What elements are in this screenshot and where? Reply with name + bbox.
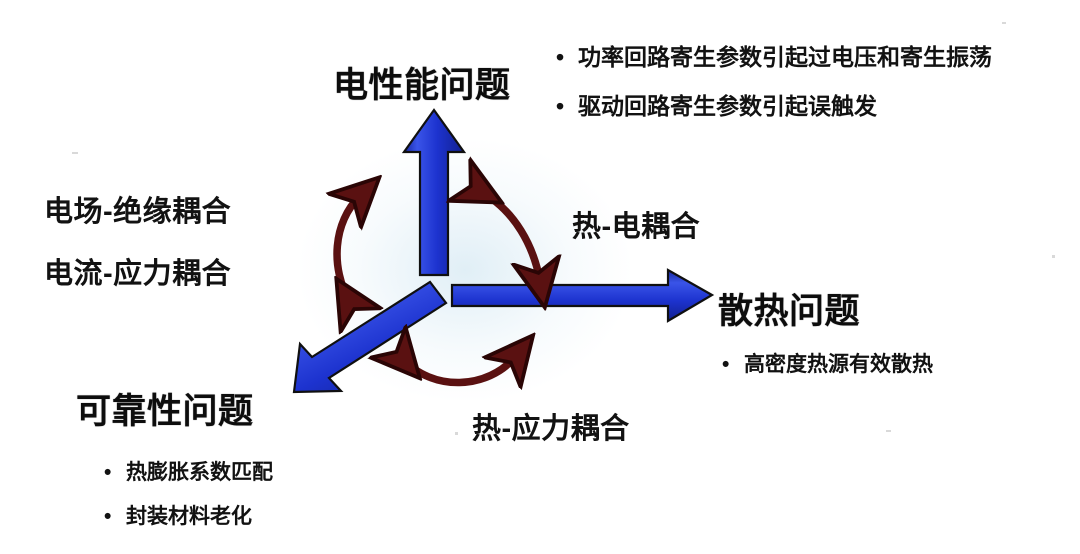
coupling-arc-bottom [402, 356, 516, 383]
arrow-up-electrical [401, 108, 467, 277]
bullet-electrical-1: • 功率回路寄生参数引起过电压和寄生振荡 [556, 38, 992, 72]
coupling-label-field-insulation: 电场-绝缘耦合 [44, 196, 232, 228]
scan-speck [455, 432, 458, 435]
bullet-reliability-1: • 热膨胀系数匹配 [104, 456, 273, 486]
bullet-dot-icon: • [104, 461, 112, 484]
scan-speck [72, 152, 78, 154]
bullet-dot-icon: • [556, 44, 565, 70]
bullet-text: 封装材料老化 [126, 505, 252, 528]
node-title-electrical: 电性能问题 [333, 66, 511, 105]
bullet-dot-icon: • [104, 505, 112, 528]
scan-speck [1052, 255, 1055, 258]
bullet-text: 高密度热源有效散热 [744, 353, 933, 376]
bullet-text: 驱动回路寄生参数引起误触发 [578, 93, 877, 119]
coupling-label-thermal-stress: 热-应力耦合 [472, 413, 630, 445]
bullet-dot-icon: • [722, 353, 730, 376]
bullet-dot-icon: • [556, 93, 565, 119]
bullet-thermal-1: • 高密度热源有效散热 [722, 348, 933, 378]
bullet-electrical-2: • 驱动回路寄生参数引起误触发 [556, 87, 877, 121]
scan-speck [1002, 22, 1006, 24]
node-title-reliability: 可靠性问题 [76, 392, 254, 431]
coupling-label-thermal-electrical: 热-电耦合 [572, 211, 701, 243]
arrow-right-thermal [450, 268, 715, 323]
node-title-thermal: 散热问题 [718, 292, 861, 331]
bullet-text: 热膨胀系数匹配 [126, 461, 273, 484]
bullet-reliability-2: • 封装材料老化 [104, 500, 252, 530]
coupling-label-current-stress: 电流-应力耦合 [44, 258, 232, 290]
coupling-arc-left [337, 196, 360, 302]
coupling-arc-upper-right [478, 190, 540, 281]
bullet-text: 功率回路寄生参数引起过电压和寄生振荡 [578, 44, 992, 70]
scan-speck [886, 430, 891, 432]
